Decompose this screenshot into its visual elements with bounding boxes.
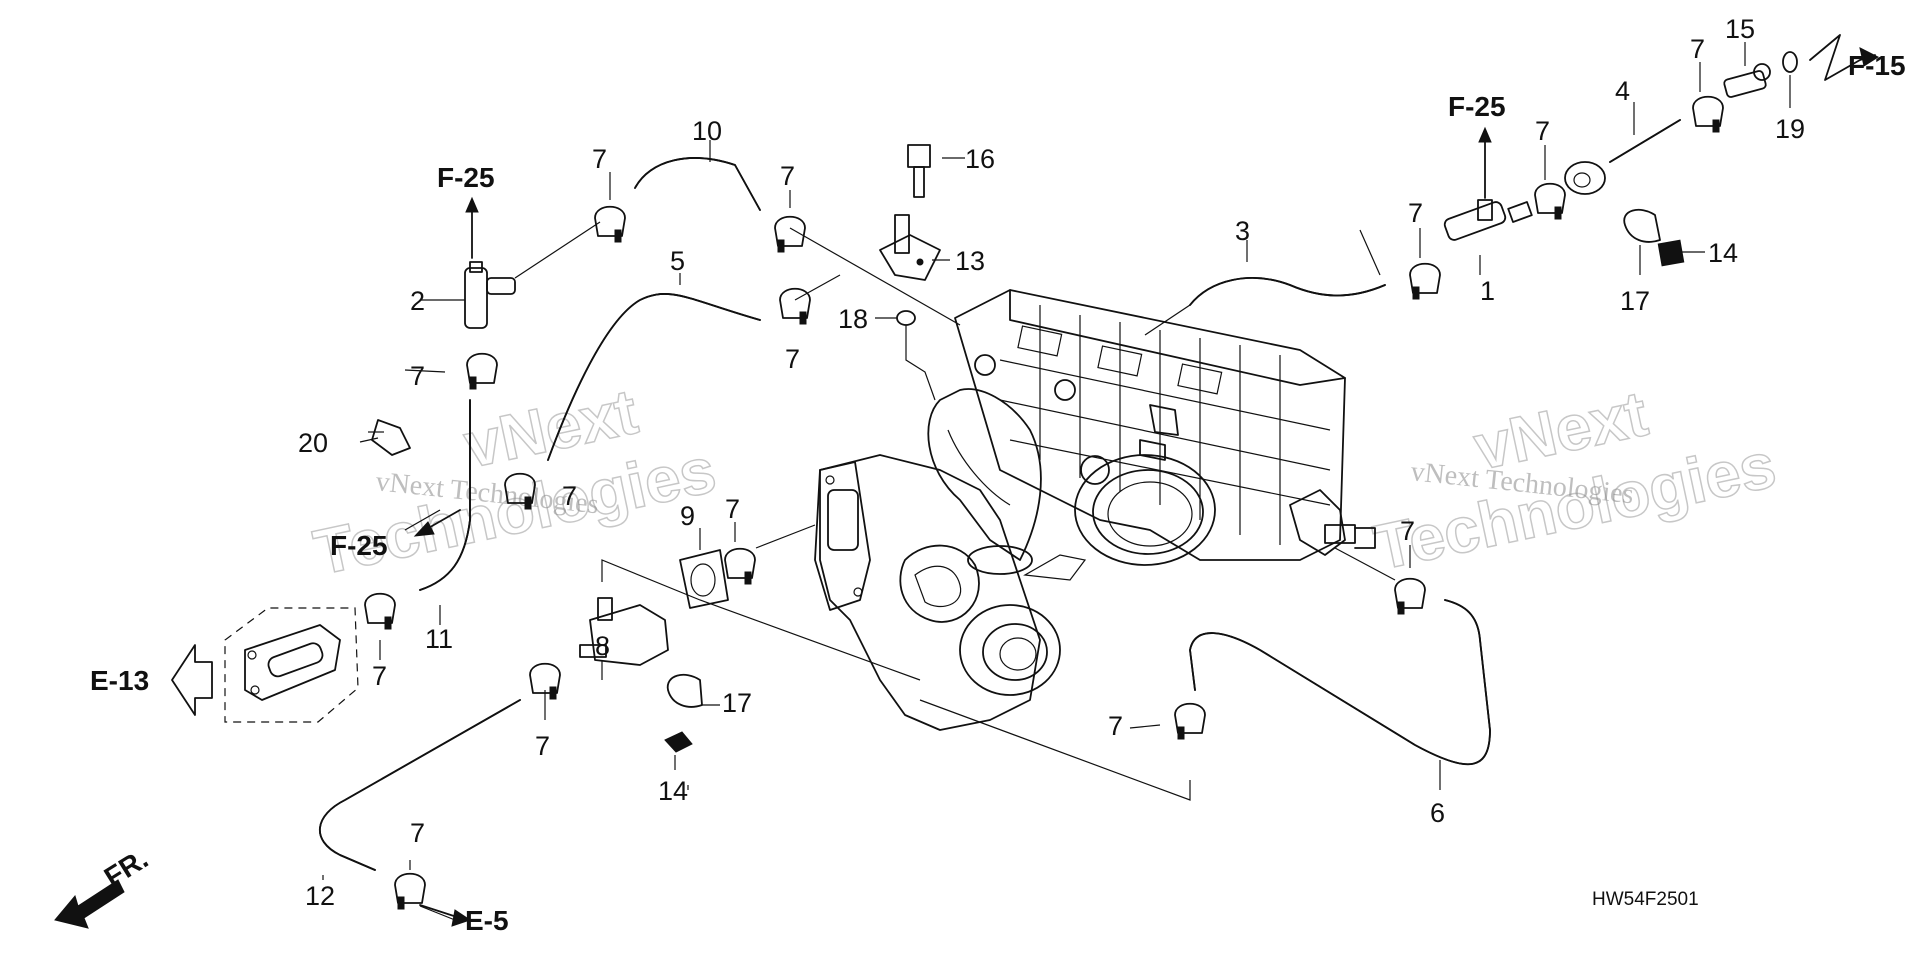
callout-1: 1: [1480, 276, 1495, 306]
bolt-16: [907, 144, 931, 198]
callout-13: 13: [955, 246, 985, 276]
callout-18: 18: [838, 304, 868, 334]
callout-7-h: 7: [535, 731, 550, 761]
valve-8: [579, 597, 669, 666]
connector-4: [1564, 161, 1606, 195]
callout-15: 15: [1725, 14, 1755, 44]
callout-3: 3: [1235, 216, 1250, 246]
callout-5: 5: [670, 246, 685, 276]
callout-19: 19: [1775, 114, 1805, 144]
callout-8: 8: [595, 631, 610, 661]
callout-7-a: 7: [592, 144, 607, 174]
callout-7-f: 7: [725, 494, 740, 524]
watermark-right: vNext Technologies vNext Technologies: [1367, 376, 1782, 584]
ref-e5: E-5: [465, 905, 509, 936]
callout-20: 20: [298, 428, 328, 458]
callout-7-d: 7: [410, 361, 425, 391]
clamp-17-lower: [666, 673, 703, 708]
hose-6: [1189, 599, 1491, 766]
ref-f25-left: F-25: [437, 162, 495, 193]
ref-f15: F-15: [1848, 50, 1906, 81]
callout-7-n: 7: [1690, 34, 1705, 64]
callout-17-b: 17: [722, 688, 752, 718]
ref-f25-lower: F-25: [330, 530, 388, 561]
bracket-13: [879, 214, 941, 281]
clamp-17-right: [1623, 208, 1661, 243]
hose-3: [1189, 277, 1386, 306]
callout-12: 12: [305, 881, 335, 911]
callout-14-a: 14: [658, 776, 688, 806]
diagram-code: HW54F2501: [1592, 889, 1699, 910]
hose-10: [634, 157, 761, 211]
callout-7-i: 7: [410, 818, 425, 848]
callout-4: 4: [1615, 76, 1630, 106]
callout-7-l: 7: [1408, 198, 1423, 228]
gasket-9: [679, 549, 729, 609]
callout-7-g: 7: [372, 661, 387, 691]
clip-20: [368, 419, 411, 456]
t-joint-1: [1443, 199, 1533, 241]
reference-arrows: [54, 34, 1880, 929]
e13-component: [224, 607, 359, 723]
callout-9: 9: [680, 501, 695, 531]
callout-10: 10: [692, 116, 722, 146]
washer-18: [896, 310, 916, 326]
part-14-right: [1657, 239, 1685, 267]
callout-7-m: 7: [1535, 116, 1550, 146]
callout-14-b: 14: [1708, 238, 1738, 268]
callout-7-c: 7: [785, 344, 800, 374]
washer-19: [1782, 51, 1798, 73]
callout-numbers: 1 2 3 4 5 6 7 7 7 7 7 7 7 7 7 7 7 7 7 7 …: [298, 14, 1805, 911]
t-joint-2: [464, 261, 516, 329]
leader-lines: [322, 42, 1791, 921]
part-14-left: [664, 731, 693, 753]
callout-7-e: 7: [562, 481, 577, 511]
intake-manifold-assembly: [814, 289, 1376, 731]
ref-front: FR.: [99, 843, 154, 893]
callout-16: 16: [965, 144, 995, 174]
callout-6: 6: [1430, 798, 1445, 828]
callout-7-b: 7: [780, 161, 795, 191]
callout-17-a: 17: [1620, 286, 1650, 316]
clamps-7: [364, 95, 1724, 910]
callout-7-j: 7: [1108, 711, 1123, 741]
ref-e13: E-13: [90, 665, 149, 696]
callout-7-k: 7: [1400, 516, 1415, 546]
callout-11: 11: [425, 624, 453, 654]
fitting-15: [1723, 63, 1771, 98]
ref-f25-right: F-25: [1448, 91, 1506, 122]
callout-2: 2: [410, 286, 425, 316]
